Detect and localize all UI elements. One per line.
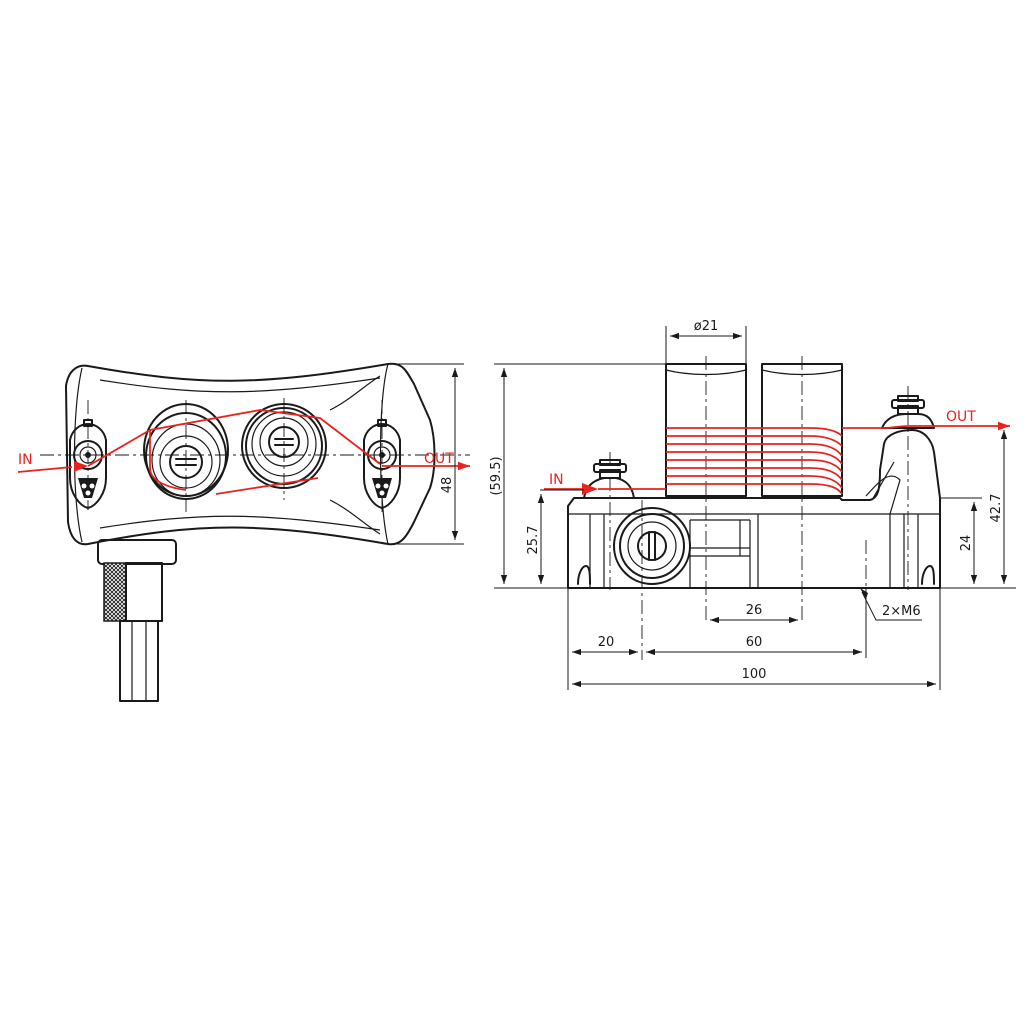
guide-bolt-right [881,386,935,590]
wire-coils [544,421,1010,495]
svg-text:2×M6: 2×M6 [882,604,921,619]
dim-inlet-height: 25.7 [526,489,584,584]
label-out-front: OUT [946,409,976,425]
svg-text:ø21: ø21 [694,319,719,334]
dim-roller-pitch: 26 [710,603,798,624]
guide-bolt-left [583,452,635,590]
dim-outlet-height: 42.7 [989,430,1008,584]
dim-overall-height: (59.5) [489,363,666,589]
dim-mount-holes: 20 60 [567,588,941,690]
guide-left [69,419,107,509]
svg-text:25.7: 25.7 [526,526,541,555]
svg-text:100: 100 [742,667,767,682]
base-body-outline [65,362,436,546]
dim-overall-width: 100 [572,667,936,688]
front-view: IN OUT ø21 (59.5) 25.7 24 [489,319,1016,690]
label-out-top: OUT [424,451,454,467]
tension-cylinders [665,356,843,624]
dim-48: 48 [388,363,464,545]
svg-text:48: 48 [440,477,455,494]
adjust-knob [97,539,177,702]
svg-text:(59.5): (59.5) [489,456,504,495]
guide-right [363,419,401,509]
svg-text:26: 26 [746,603,763,618]
thread-callout: 2×M6 [860,540,922,621]
svg-text:60: 60 [746,635,763,650]
dim-block-height: 24 [940,497,1016,589]
label-in-front: IN [549,472,564,488]
top-view: IN OUT 48 [17,362,470,702]
dim-diameter: ø21 [665,319,747,364]
svg-text:42.7: 42.7 [989,494,1004,523]
front-pulley [613,500,691,660]
tension-roller-1 [143,403,229,500]
base-block [567,429,941,589]
svg-text:24: 24 [959,535,974,552]
svg-text:20: 20 [598,635,615,650]
label-in-top: IN [18,452,33,468]
